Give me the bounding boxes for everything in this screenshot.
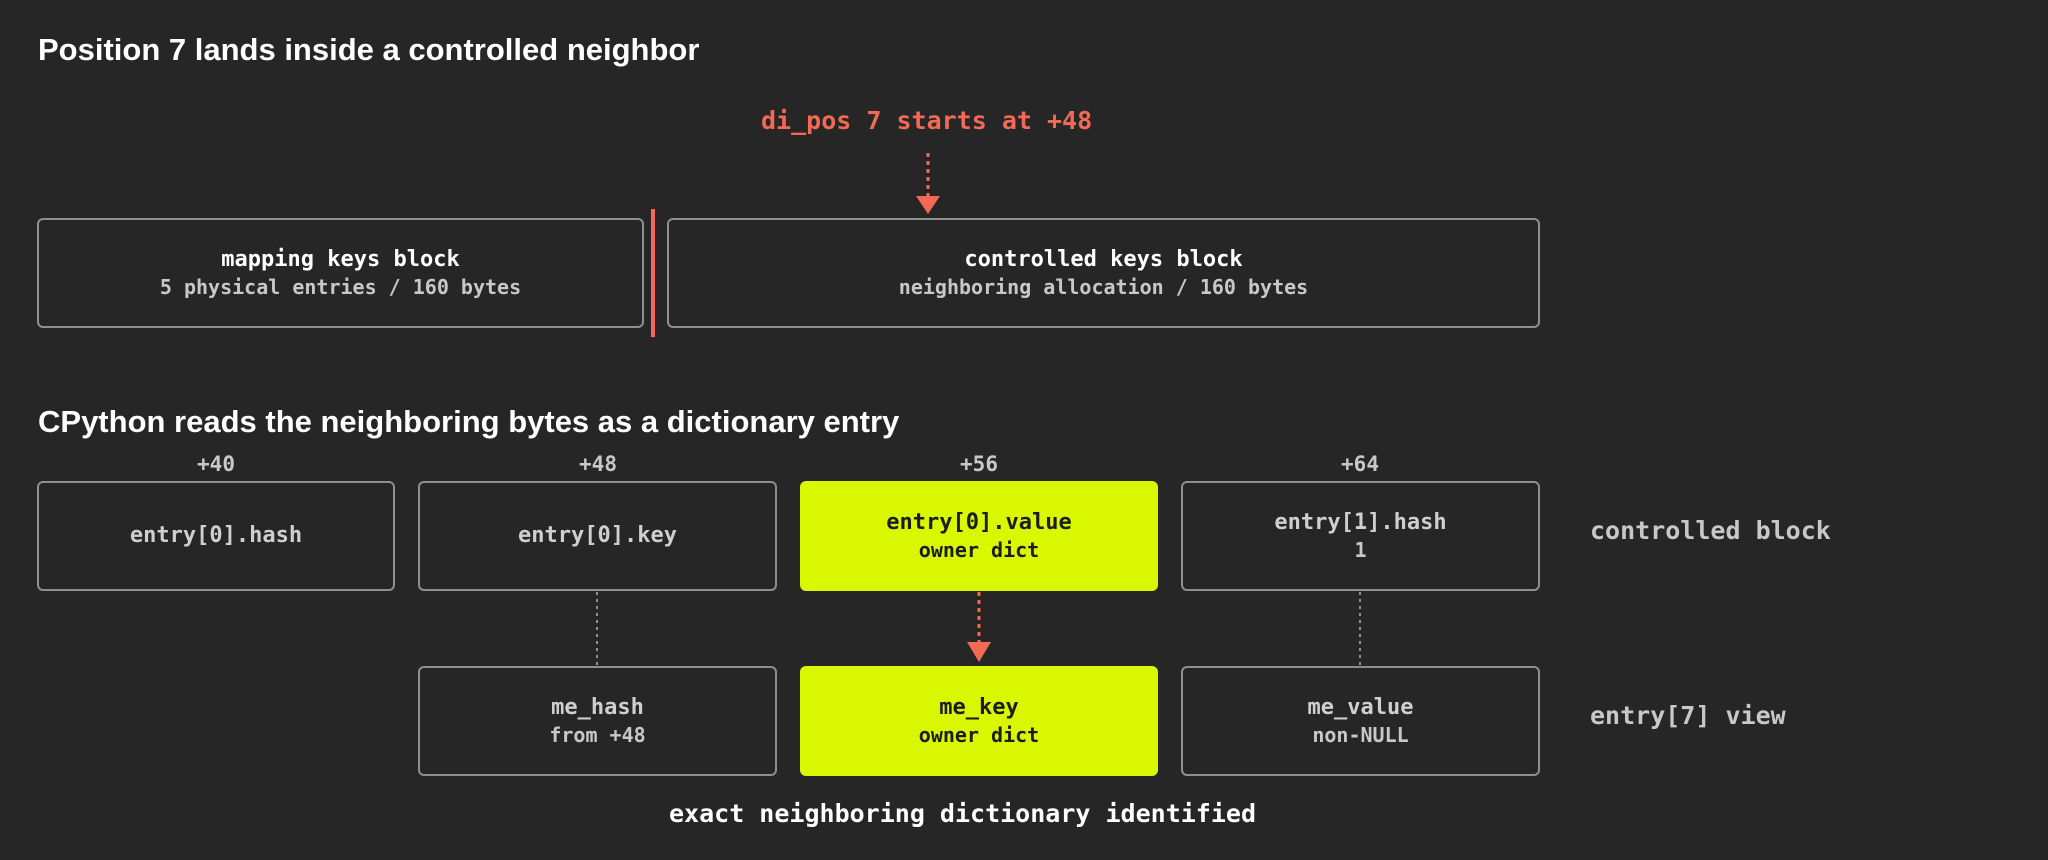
- row-label-controlled-block: controlled block: [1590, 516, 1831, 545]
- cell-subtitle: owner dict: [918, 722, 1040, 747]
- mapping-keys-block: mapping keys block 5 physical entries / …: [37, 218, 644, 328]
- cell-entry0-key: entry[0].key: [418, 481, 777, 591]
- cell-subtitle: 1: [1354, 537, 1367, 562]
- cell-subtitle: from +48: [549, 722, 646, 747]
- offset-label: +56: [960, 452, 998, 476]
- mapping-block-title: mapping keys block: [221, 246, 460, 272]
- section-heading-cpython: CPython reads the neighboring bytes as a…: [38, 404, 900, 439]
- offset-label: +48: [579, 452, 617, 476]
- section-heading-position: Position 7 lands inside a controlled nei…: [38, 32, 700, 67]
- mapping-block-subtitle: 5 physical entries / 160 bytes: [159, 274, 522, 299]
- cell-title: entry[0].key: [518, 523, 677, 548]
- cell-me-key: me_key owner dict: [800, 666, 1158, 776]
- offset-label: +64: [1341, 452, 1379, 476]
- controlled-keys-block: controlled keys block neighboring alloca…: [667, 218, 1540, 328]
- cell-entry1-hash: entry[1].hash 1: [1181, 481, 1540, 591]
- callout-arrow-head: [916, 196, 940, 214]
- controlled-block-subtitle: neighboring allocation / 160 bytes: [898, 274, 1309, 299]
- cell-subtitle: owner dict: [918, 537, 1040, 562]
- footer-conclusion: exact neighboring dictionary identified: [669, 799, 1256, 828]
- offset-label: +40: [197, 452, 235, 476]
- cell-title: me_value: [1307, 694, 1414, 720]
- cell-entry0-hash: entry[0].hash: [37, 481, 395, 591]
- cell-title: me_hash: [551, 694, 644, 720]
- cell-title: entry[0].value: [886, 509, 1072, 535]
- cell-title: entry[1].hash: [1274, 509, 1447, 535]
- cell-me-value: me_value non-NULL: [1181, 666, 1540, 776]
- di-pos-callout: di_pos 7 starts at +48: [761, 106, 1093, 135]
- value-to-key-arrow-head: [967, 642, 991, 662]
- cell-me-hash: me_hash from +48: [418, 666, 777, 776]
- cell-title: entry[0].hash: [129, 523, 303, 548]
- cell-entry0-value: entry[0].value owner dict: [800, 481, 1158, 591]
- cell-subtitle: non-NULL: [1312, 722, 1409, 747]
- controlled-block-title: controlled keys block: [964, 246, 1243, 272]
- row-label-entry7-view: entry[7] view: [1590, 701, 1786, 730]
- cell-title: me_key: [939, 694, 1019, 720]
